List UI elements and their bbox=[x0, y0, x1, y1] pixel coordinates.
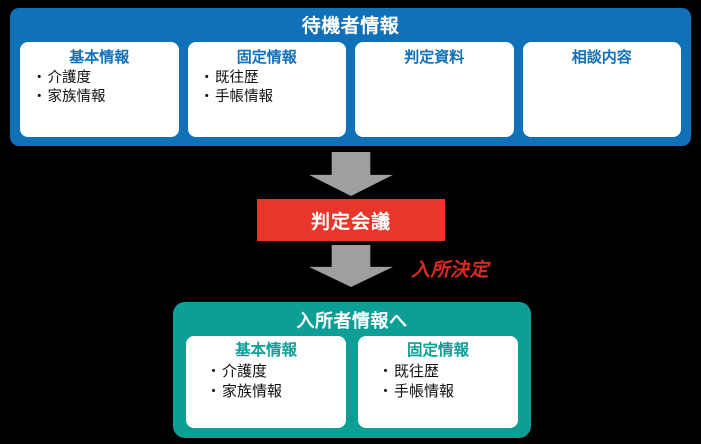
arrow-down-icon bbox=[309, 245, 393, 287]
waitlist-panel-title: 待機者情報 bbox=[301, 16, 400, 37]
card-title: 基本情報 bbox=[234, 342, 297, 359]
waitlist-card-fixed-info[interactable]: 固定情報 ・既往歴 ・手帳情報 bbox=[187, 42, 346, 137]
waitlist-card-consultation-content[interactable]: 相談内容 bbox=[522, 42, 681, 137]
list-item-label: 既往歴 bbox=[394, 363, 440, 380]
waitlist-card-row: 基本情報 ・介護度 ・家族情報 固定情報 ・既往歴 ・手帳情報 判定資料 相談内… bbox=[20, 42, 681, 137]
list-item-label: 家族情報 bbox=[47, 89, 106, 105]
list-item: ・手帳情報 bbox=[378, 382, 514, 402]
card-item-list: ・既往歴 ・手帳情報 bbox=[192, 69, 343, 107]
arrow-down-shape bbox=[309, 245, 393, 287]
resident-card-row: 基本情報 ・介護度 ・家族情報 固定情報 ・既往歴 ・手帳情報 bbox=[186, 336, 518, 428]
bullet-icon: ・ bbox=[32, 70, 47, 86]
card-title: 基本情報 bbox=[69, 49, 130, 66]
card-item-list: ・既往歴 ・手帳情報 bbox=[362, 362, 514, 402]
bullet-icon: ・ bbox=[199, 89, 215, 105]
list-item: ・介護度 bbox=[206, 362, 342, 382]
list-item: ・介護度 bbox=[32, 69, 175, 88]
list-item-label: 家族情報 bbox=[222, 383, 283, 400]
waitlist-card-basic-info[interactable]: 基本情報 ・介護度 ・家族情報 bbox=[20, 42, 179, 137]
judgement-meeting-box[interactable]: 判定会議 bbox=[257, 199, 445, 241]
arrow-down-icon bbox=[309, 152, 393, 196]
bullet-icon: ・ bbox=[32, 89, 47, 105]
card-title: 固定情報 bbox=[236, 49, 297, 66]
waitlist-information-panel: 待機者情報 基本情報 ・介護度 ・家族情報 固定情報 ・既往歴 ・手帳情報 判定… bbox=[10, 8, 691, 146]
card-item-list: ・介護度 ・家族情報 bbox=[190, 362, 342, 402]
judgement-meeting-label: 判定会議 bbox=[310, 211, 391, 233]
bullet-icon: ・ bbox=[378, 383, 394, 400]
list-item-label: 介護度 bbox=[222, 363, 268, 380]
card-title: 固定情報 bbox=[406, 342, 469, 359]
bullet-icon: ・ bbox=[206, 383, 222, 400]
list-item-label: 手帳情報 bbox=[394, 383, 455, 400]
bullet-icon: ・ bbox=[206, 363, 222, 380]
list-item: ・既往歴 bbox=[200, 69, 343, 88]
card-item-list: ・介護度 ・家族情報 bbox=[24, 69, 175, 107]
resident-panel-title: 入所者情報へ bbox=[296, 311, 408, 331]
bullet-icon: ・ bbox=[378, 363, 394, 380]
resident-information-panel: 入所者情報へ 基本情報 ・介護度 ・家族情報 固定情報 ・既往歴 ・手帳情報 bbox=[173, 302, 531, 438]
bullet-icon: ・ bbox=[199, 70, 215, 86]
list-item: ・家族情報 bbox=[206, 382, 342, 402]
list-item-label: 手帳情報 bbox=[215, 89, 273, 105]
admission-decision-annotation: 入所決定 bbox=[411, 260, 490, 281]
card-title: 相談内容 bbox=[571, 49, 632, 66]
resident-card-fixed-info[interactable]: 固定情報 ・既往歴 ・手帳情報 bbox=[358, 336, 518, 428]
list-item-label: 既往歴 bbox=[215, 70, 259, 86]
waitlist-card-judgement-materials[interactable]: 判定資料 bbox=[355, 42, 514, 137]
list-item-label: 介護度 bbox=[47, 70, 92, 86]
resident-card-basic-info[interactable]: 基本情報 ・介護度 ・家族情報 bbox=[186, 336, 346, 428]
list-item: ・手帳情報 bbox=[200, 88, 343, 107]
list-item: ・既往歴 bbox=[378, 362, 514, 382]
list-item: ・家族情報 bbox=[32, 88, 175, 107]
card-title: 判定資料 bbox=[404, 49, 465, 66]
arrow-down-shape bbox=[309, 152, 393, 196]
